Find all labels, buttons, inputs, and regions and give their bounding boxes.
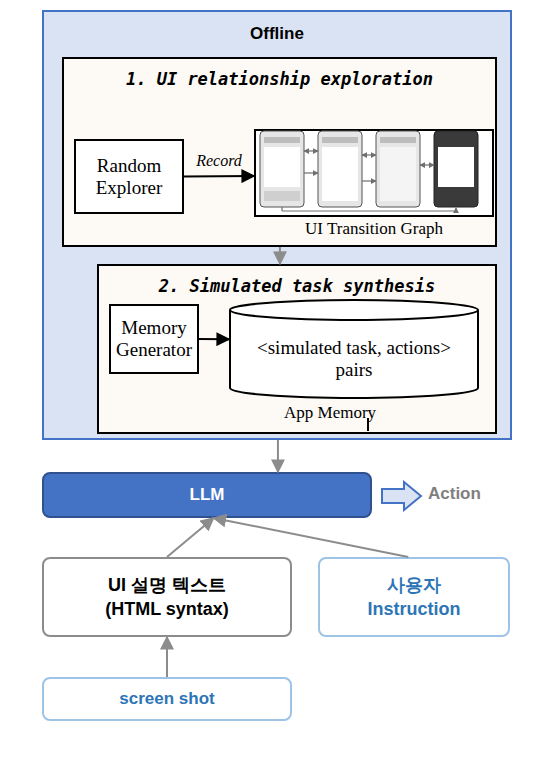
output-label: Action <box>428 484 481 504</box>
cylinder-top <box>230 300 478 320</box>
transition-arrows <box>282 151 456 211</box>
box-text: UI 설명 텍스트 (HTML syntax) <box>81 573 253 621</box>
box-text: LLM <box>190 485 225 505</box>
memory-store: <simulated task, actions> pairsApp Memor… <box>229 299 479 429</box>
stage-title: 1. UI relationship exploration <box>64 69 495 89</box>
process-box: Random Explorer <box>74 139 184 214</box>
connector-arrow <box>277 440 279 472</box>
connector-arrow <box>279 247 281 264</box>
input-box: UI 설명 텍스트 (HTML syntax) <box>42 557 292 637</box>
box-text: Random Explorer <box>76 155 182 199</box>
store-text: <simulated task, actions> pairs <box>244 323 464 395</box>
stage-box: 2. Simulated task synthesisMemory Genera… <box>97 264 497 434</box>
input-box: 사용자 Instruction <box>318 557 510 637</box>
process-box: Memory Generator <box>109 304 199 374</box>
llm-box: LLM <box>42 472 372 518</box>
group-title: Offline <box>44 24 510 44</box>
connector-arrow <box>166 637 168 677</box>
box-text: Memory Generator <box>111 317 197 361</box>
block-arrow <box>380 480 424 512</box>
box-text: screen shot <box>119 689 214 709</box>
connector-arrow <box>214 518 409 557</box>
cylinder-body <box>230 310 478 398</box>
ui-transition-illustration <box>250 125 490 213</box>
connector-arrow <box>199 338 229 340</box>
offline-group: Offline 1. UI relationship explorationRan… <box>42 10 512 440</box>
phone-screens <box>260 131 478 207</box>
box-text: 사용자 Instruction <box>351 573 477 621</box>
graph-label: UI Transition Graph <box>254 219 494 239</box>
connector-arrow <box>167 518 214 557</box>
edge-label: Record <box>196 152 242 170</box>
store-label: App Memory <box>229 403 479 423</box>
input-box: screen shot <box>42 677 292 721</box>
stage-title: 2. Simulated task synthesis <box>99 276 495 296</box>
connector-arrow <box>184 175 254 177</box>
